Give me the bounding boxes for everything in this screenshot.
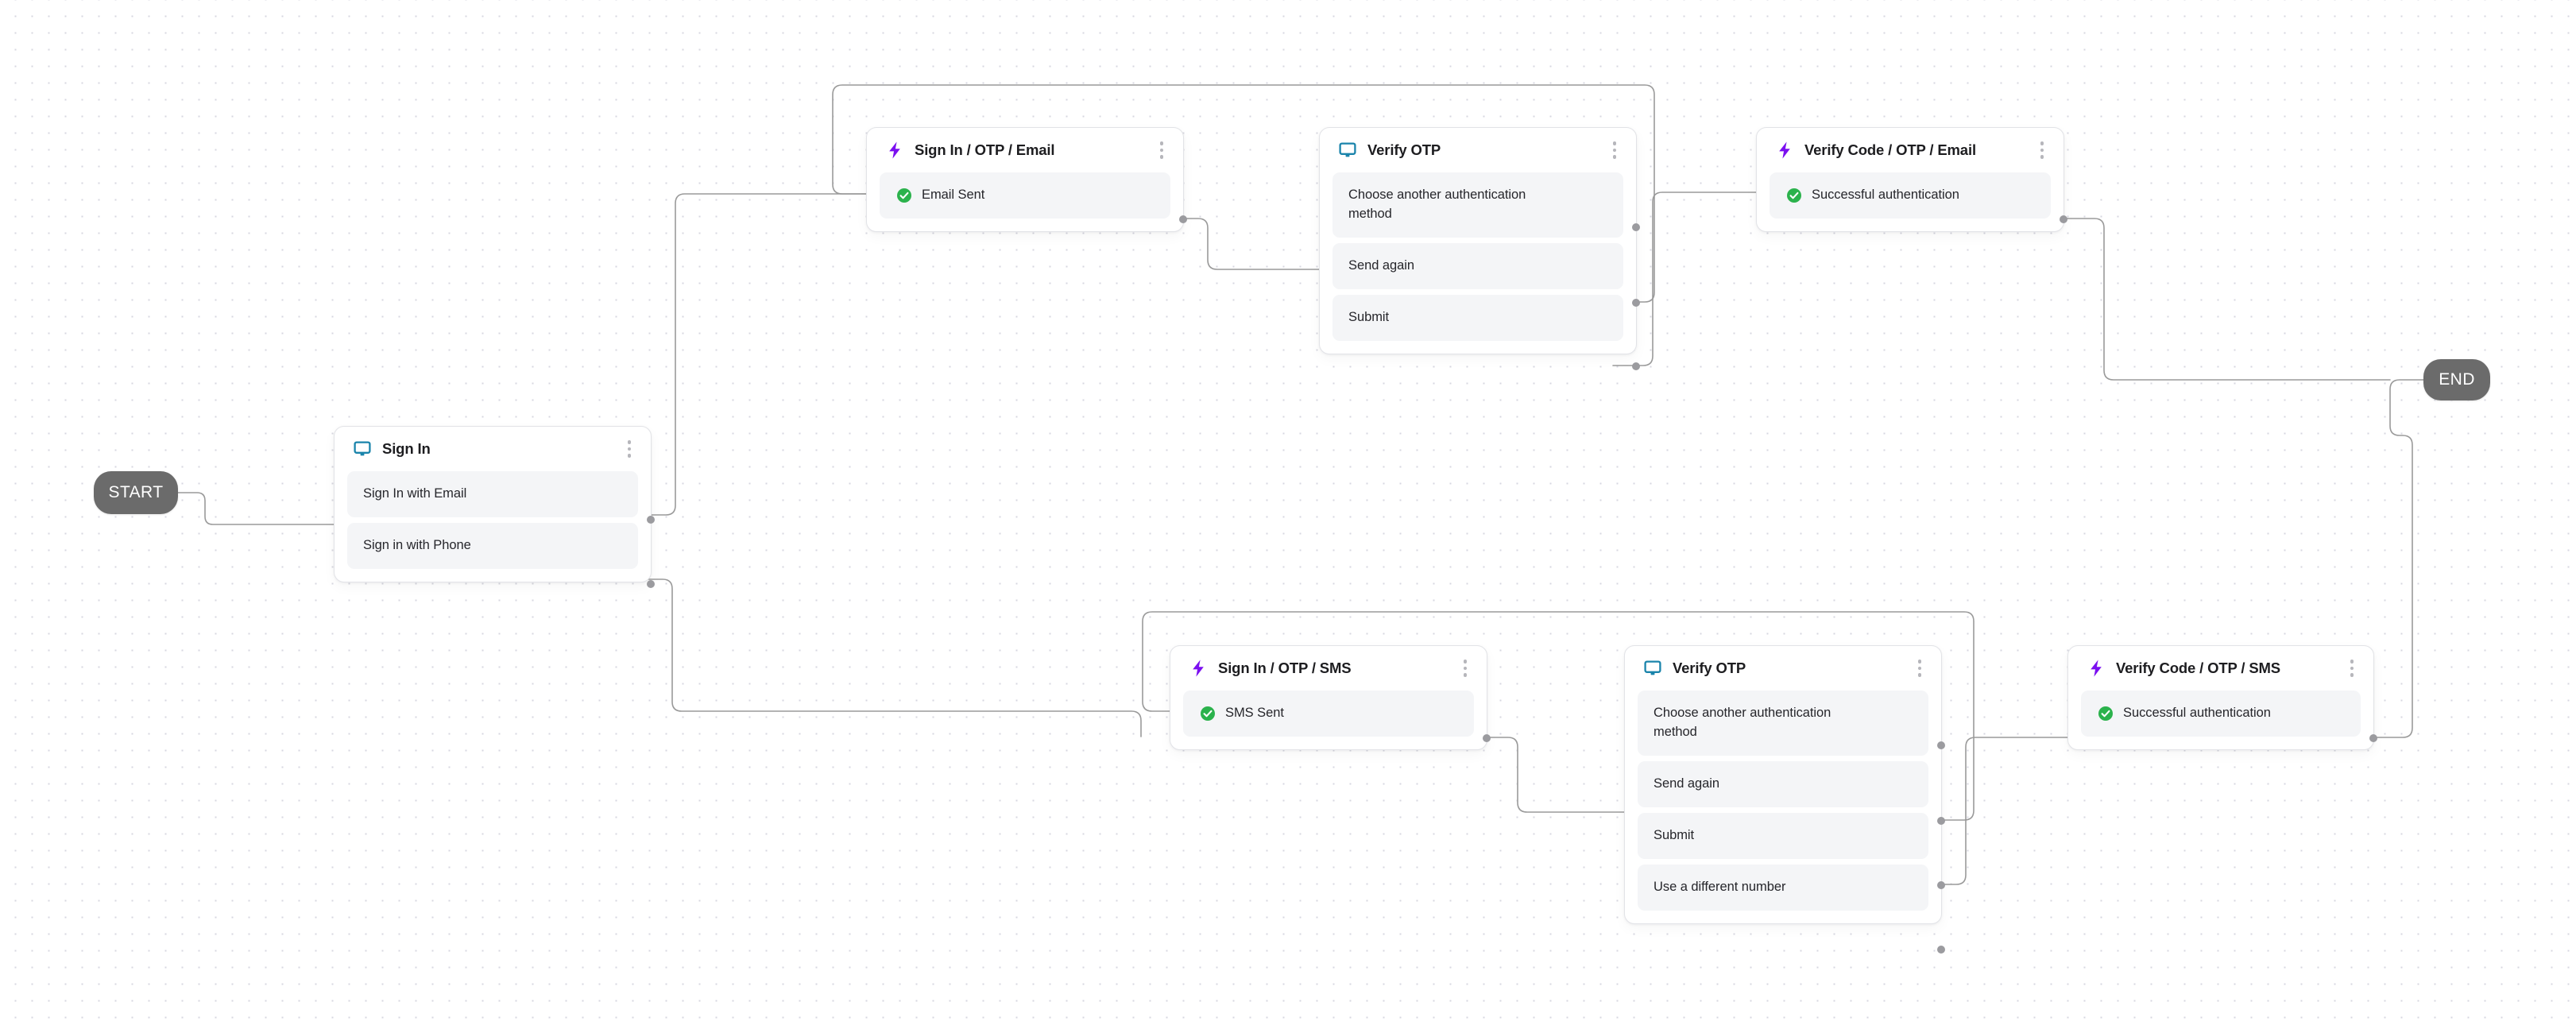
- node-sign-in-otp-email[interactable]: Sign In / OTP / Email Email Sent: [866, 127, 1187, 232]
- node-body: Choose another authentication method Sen…: [1625, 691, 1941, 923]
- kebab-menu-icon[interactable]: [1607, 140, 1622, 161]
- edge-verify-code-email-to-end: [2060, 218, 2391, 381]
- output-port-submit-sms[interactable]: [1937, 881, 1945, 889]
- output-port-submit[interactable]: [1632, 362, 1640, 370]
- edge-sms-sent-to-verify-otp-sms: [1476, 737, 1625, 813]
- edge-signin-email-to-otp-email: [636, 193, 867, 516]
- output-port-successful-authentication-email[interactable]: [2060, 215, 2067, 223]
- row-successful-authentication[interactable]: Successful authentication: [1770, 172, 2051, 219]
- node-title: Verify OTP: [1673, 660, 1746, 676]
- row-label: Sign In with Email: [363, 486, 467, 501]
- node-body: Sign In with Email Sign in with Phone: [335, 471, 651, 582]
- node-title: Verify Code / OTP / Email: [1804, 141, 1976, 158]
- lightning-bolt-icon: [1188, 658, 1209, 679]
- output-port-sms-sent[interactable]: [1483, 734, 1491, 742]
- edge-start-to-sign-in: [177, 492, 335, 525]
- check-circle-icon: [1199, 706, 1216, 722]
- row-send-again[interactable]: Send again: [1332, 243, 1623, 289]
- row-label: Use a different number: [1654, 880, 1786, 895]
- node-title: Verify OTP: [1367, 141, 1441, 158]
- output-port-successful-authentication-sms[interactable]: [2369, 734, 2377, 742]
- output-port-sign-in-with-phone[interactable]: [647, 580, 655, 588]
- node-body: SMS Sent: [1170, 691, 1487, 749]
- node-body: Successful authentication: [1757, 172, 2064, 231]
- check-circle-icon: [895, 188, 912, 204]
- kebab-menu-icon[interactable]: [1458, 658, 1472, 679]
- output-port-choose-another-method-sms[interactable]: [1937, 741, 1945, 749]
- row-label: Choose another authentication method: [1654, 706, 1831, 739]
- node-title: Sign In / OTP / Email: [915, 141, 1055, 158]
- end-label: END: [2439, 370, 2475, 389]
- lightning-bolt-icon: [884, 140, 905, 161]
- node-header: Verify Code / OTP / Email: [1757, 128, 2064, 172]
- node-verify-otp-email[interactable]: Verify OTP Choose another authentication…: [1319, 127, 1640, 370]
- kebab-menu-icon[interactable]: [1913, 658, 1927, 679]
- output-port-sign-in-with-email[interactable]: [647, 516, 655, 524]
- node-body: Successful authentication: [2068, 691, 2373, 749]
- row-label: Successful authentication: [2123, 706, 2271, 721]
- edge-submit-sms-to-verify-code-sms: [1920, 737, 2068, 885]
- row-label: Submit: [1654, 828, 1695, 843]
- row-label: Send again: [1348, 258, 1414, 273]
- node-header: Sign In / OTP / SMS: [1170, 646, 1487, 691]
- kebab-menu-icon[interactable]: [2345, 658, 2359, 679]
- node-header: Verify OTP: [1320, 128, 1636, 172]
- end-node[interactable]: END: [2423, 359, 2490, 400]
- row-label: SMS Sent: [1225, 706, 1284, 721]
- lightning-bolt-icon: [1774, 140, 1795, 161]
- check-circle-icon: [2097, 706, 2114, 722]
- node-title: Sign In: [382, 440, 431, 457]
- node-verify-code-otp-email[interactable]: Verify Code / OTP / Email Successful aut…: [1756, 127, 2067, 232]
- row-sign-in-with-email[interactable]: Sign In with Email: [347, 471, 638, 517]
- node-header: Sign In / OTP / Email: [867, 128, 1183, 172]
- lightning-bolt-icon: [2086, 658, 2106, 679]
- node-verify-otp-sms[interactable]: Verify OTP Choose another authentication…: [1624, 645, 1945, 954]
- screen-icon: [1642, 658, 1663, 679]
- row-submit[interactable]: Submit: [1332, 295, 1623, 341]
- node-sign-in[interactable]: Sign In Sign In with Email Sign in with …: [334, 426, 655, 588]
- output-port-choose-another-method[interactable]: [1632, 223, 1640, 231]
- row-label: Sign in with Phone: [363, 538, 471, 553]
- kebab-menu-icon[interactable]: [1155, 140, 1169, 161]
- row-label: Successful authentication: [1812, 188, 1959, 203]
- edge-signin-phone-to-otp-sms: [636, 578, 1142, 737]
- row-label: Choose another authentication method: [1348, 188, 1526, 221]
- row-sign-in-with-phone[interactable]: Sign in with Phone: [347, 523, 638, 569]
- start-label: START: [108, 483, 164, 501]
- output-port-email-sent[interactable]: [1179, 215, 1187, 223]
- node-body: Choose another authentication method Sen…: [1320, 172, 1636, 354]
- node-verify-code-otp-sms[interactable]: Verify Code / OTP / SMS Successful authe…: [2067, 645, 2377, 750]
- output-port-send-again-sms[interactable]: [1937, 817, 1945, 825]
- output-port-send-again[interactable]: [1632, 299, 1640, 307]
- node-sign-in-otp-sms[interactable]: Sign In / OTP / SMS SMS Sent: [1170, 645, 1491, 750]
- kebab-menu-icon[interactable]: [2035, 140, 2049, 161]
- edge-verify-code-sms-to-end: [2369, 379, 2424, 738]
- node-header: Sign In: [335, 427, 651, 471]
- row-email-sent[interactable]: Email Sent: [880, 172, 1170, 219]
- row-label: Email Sent: [922, 188, 985, 203]
- screen-icon: [1337, 140, 1358, 161]
- row-label: Submit: [1348, 310, 1390, 325]
- node-body: Email Sent: [867, 172, 1183, 231]
- row-label: Send again: [1654, 776, 1719, 791]
- edge-email-sent-to-verify-otp-email: [1167, 218, 1320, 270]
- node-header: Verify OTP: [1625, 646, 1941, 691]
- row-choose-another-authentication-method[interactable]: Choose another authentication method: [1332, 172, 1623, 238]
- start-node[interactable]: START: [94, 471, 178, 514]
- node-header: Verify Code / OTP / SMS: [2068, 646, 2373, 691]
- node-title: Verify Code / OTP / SMS: [2116, 660, 2280, 676]
- output-port-use-a-different-number[interactable]: [1937, 946, 1945, 954]
- row-use-a-different-number[interactable]: Use a different number: [1638, 865, 1928, 911]
- row-choose-another-authentication-method[interactable]: Choose another authentication method: [1638, 691, 1928, 756]
- kebab-menu-icon[interactable]: [622, 439, 636, 459]
- screen-icon: [352, 439, 373, 459]
- row-sms-sent[interactable]: SMS Sent: [1183, 691, 1474, 737]
- row-successful-authentication[interactable]: Successful authentication: [2081, 691, 2361, 737]
- node-title: Sign In / OTP / SMS: [1218, 660, 1352, 676]
- row-send-again[interactable]: Send again: [1638, 761, 1928, 807]
- check-circle-icon: [1785, 188, 1802, 204]
- row-submit[interactable]: Submit: [1638, 813, 1928, 859]
